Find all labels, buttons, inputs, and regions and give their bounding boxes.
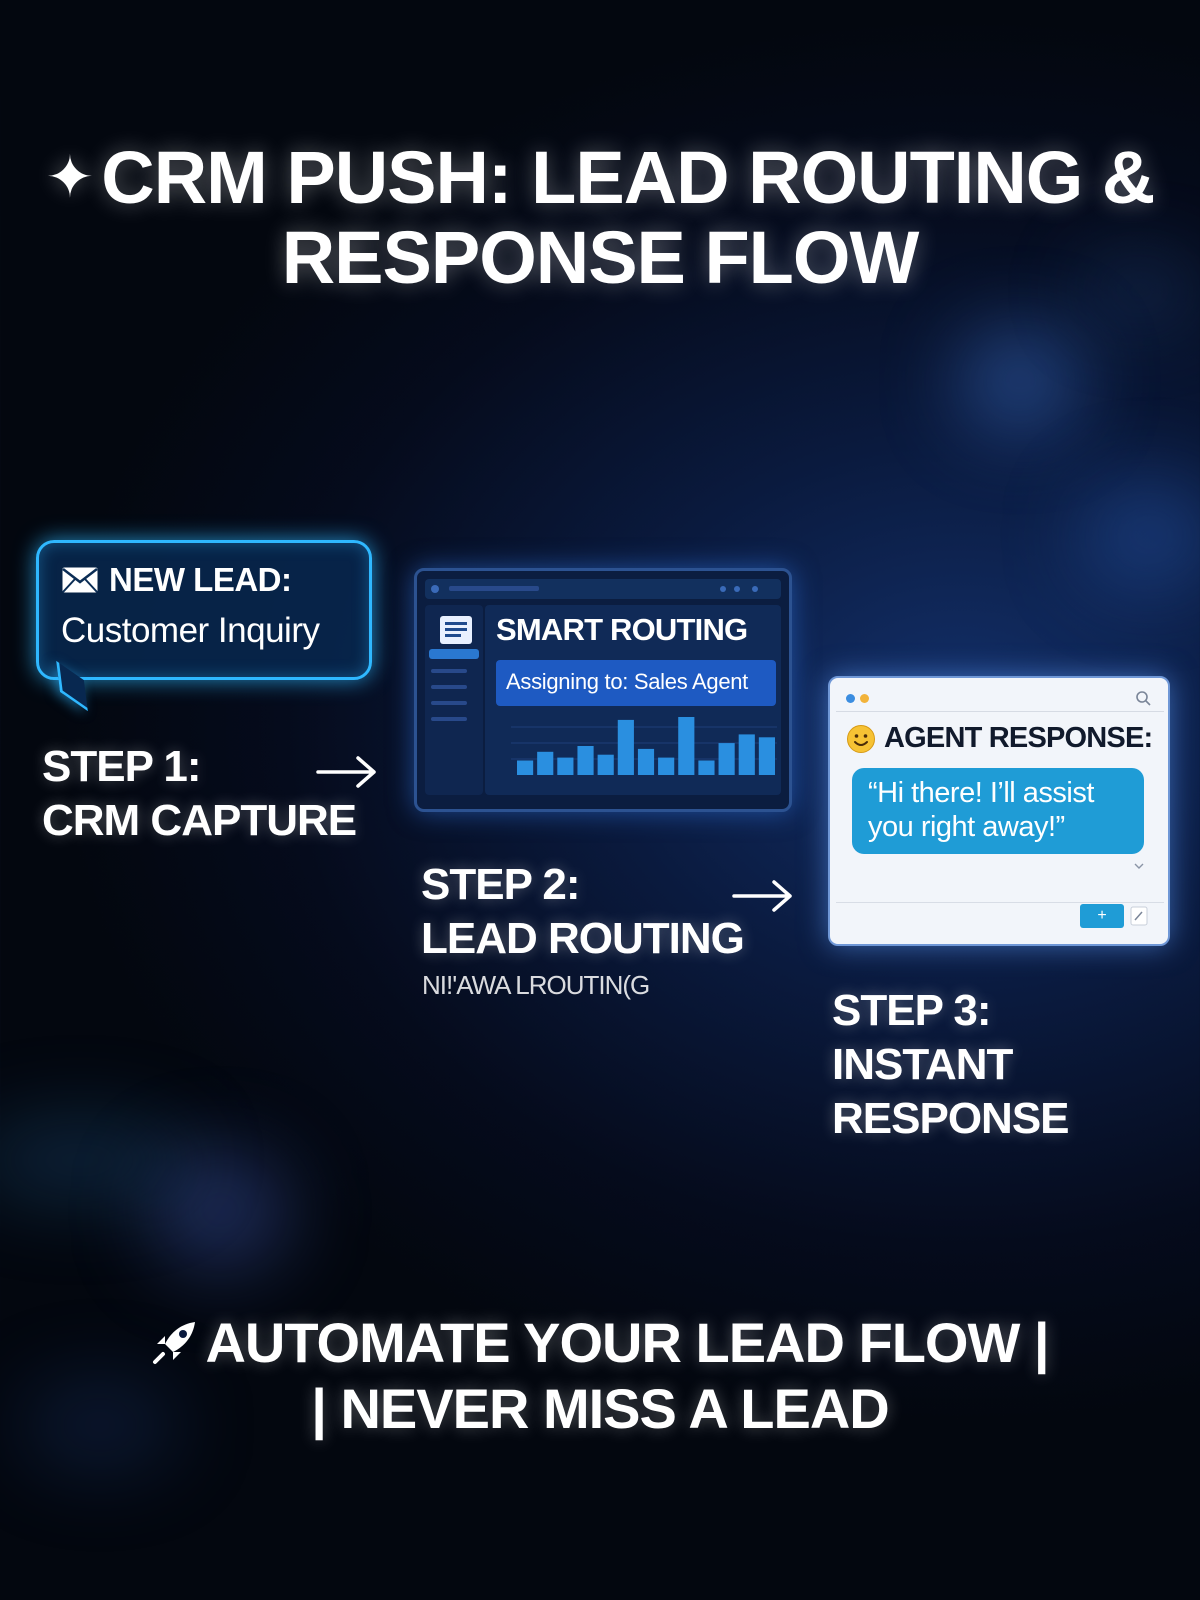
chart-bar <box>718 743 735 775</box>
rocket-icon <box>153 1322 196 1364</box>
chart-bar <box>597 754 614 775</box>
smiley-icon <box>847 724 875 753</box>
footer-line1: AUTOMATE YOUR LEAD FLOW | <box>205 1311 1049 1374</box>
chat-message: “Hi there! I’ll assist you right away!” <box>852 768 1144 854</box>
chart-bar <box>698 760 715 775</box>
chart-bar <box>557 757 574 775</box>
step2-name: LEAD ROUTING <box>421 914 745 963</box>
step1-label: STEP 1: CRM CAPTURE <box>42 740 357 848</box>
new-lead-card: NEW LEAD: Customer Inquiry <box>36 540 372 680</box>
chevron-down-icon <box>1134 863 1144 869</box>
assignment-banner: Assigning to: Sales Agent <box>496 660 776 706</box>
step1-name: CRM CAPTURE <box>42 796 357 845</box>
step1-number: STEP 1: <box>42 742 201 791</box>
dashboard-details <box>429 585 758 721</box>
page-title: ✦CRM PUSH: LEAD ROUTING & RESPONSE FLOW <box>0 138 1200 298</box>
send-button[interactable]: + <box>1080 904 1124 928</box>
edit-icon[interactable] <box>1130 906 1148 926</box>
new-lead-subtitle: Customer Inquiry <box>61 611 320 650</box>
routing-bar-chart <box>511 717 777 775</box>
chart-bar <box>637 748 655 775</box>
step3-name-line2: RESPONSE <box>832 1094 1070 1143</box>
step2-garbled-caption: NI!'AWA LROUTIN(G <box>422 970 650 1000</box>
arrow-right-icon <box>316 756 376 788</box>
arrow-right-icon <box>732 880 792 912</box>
window-header <box>836 686 1164 712</box>
chart-bar <box>738 734 755 775</box>
footer-tagline: AUTOMATE YOUR LEAD FLOW | | NEVER MISS A… <box>0 1310 1200 1442</box>
step3-label: STEP 3: INSTANT RESPONSE <box>832 984 1070 1146</box>
chart-bar <box>537 751 554 775</box>
page-title-text: CRM PUSH: LEAD ROUTING & RESPONSE FLOW <box>101 136 1155 299</box>
chart-bar <box>517 760 534 775</box>
footer-line2: | NEVER MISS A LEAD <box>311 1377 889 1440</box>
agent-response-title: AGENT RESPONSE: <box>884 722 1153 754</box>
chart-bar <box>617 719 634 775</box>
sparkle-icon: ✦ <box>45 145 95 210</box>
envelope-icon <box>62 567 98 593</box>
search-icon[interactable] <box>1135 690 1151 706</box>
footer-line1-row: AUTOMATE YOUR LEAD FLOW | <box>0 1310 1200 1376</box>
window-dot <box>860 694 869 703</box>
window-dot <box>846 694 855 703</box>
step2-label: STEP 2: LEAD ROUTING <box>421 858 745 966</box>
document-icon <box>440 616 472 644</box>
step3-number: STEP 3: <box>832 986 991 1035</box>
agent-response-title-row: AGENT RESPONSE: <box>846 722 1153 755</box>
new-lead-card-header: NEW LEAD: <box>61 561 369 599</box>
new-lead-title: NEW LEAD: <box>109 561 292 598</box>
window-divider <box>836 902 1164 903</box>
chart-bar <box>577 746 594 775</box>
smart-routing-title: SMART ROUTING <box>496 612 748 647</box>
chart-bar <box>658 757 675 775</box>
step2-number: STEP 2: <box>421 860 580 909</box>
step3-name-line1: INSTANT <box>832 1040 1013 1089</box>
chart-bar <box>758 737 775 775</box>
dashboard-toolbar <box>425 579 781 599</box>
chart-bar <box>678 717 695 775</box>
